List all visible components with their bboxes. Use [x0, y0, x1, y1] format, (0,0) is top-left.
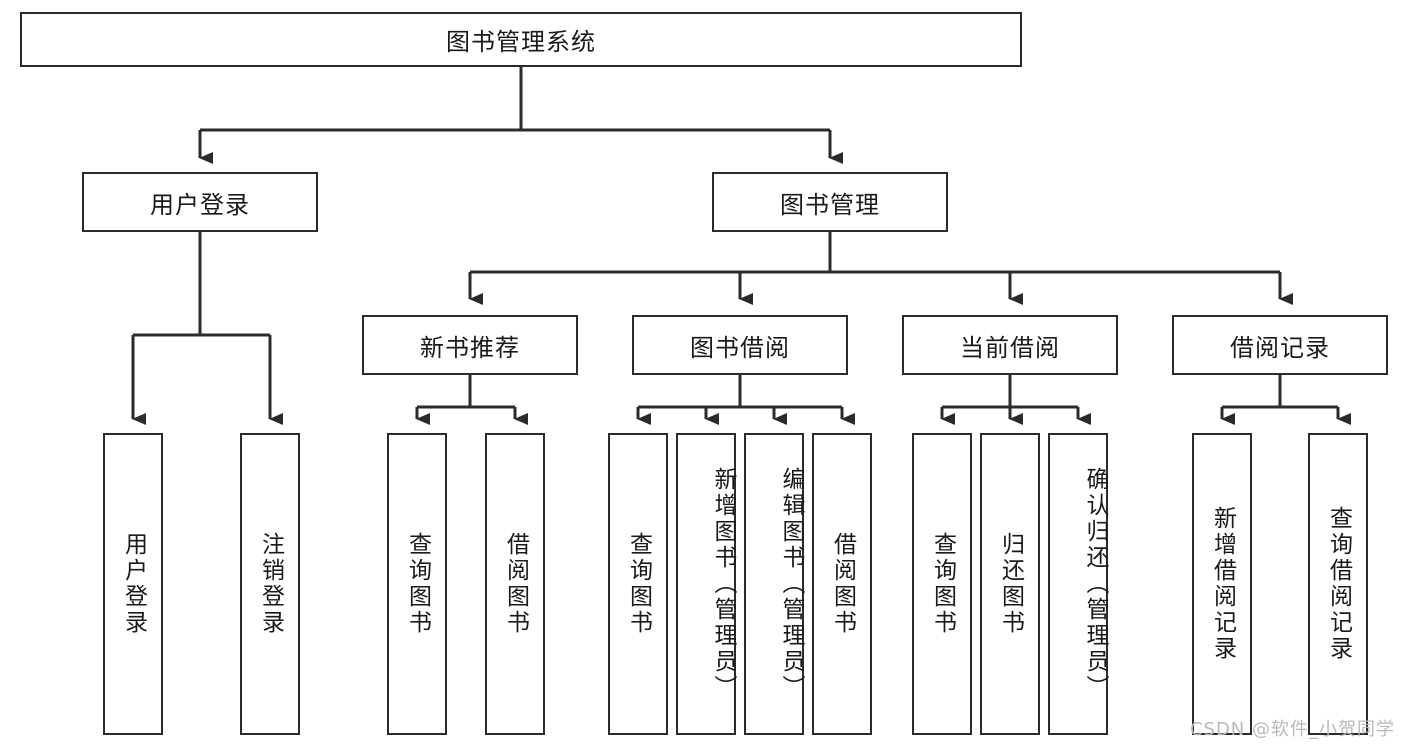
node-book-borrow[interactable]: 图书借阅	[632, 315, 848, 375]
node-root-system[interactable]: 图书管理系统	[20, 12, 1022, 67]
node-leaf-add-book[interactable]: 新增图书（管理员）	[676, 433, 736, 735]
node-current-borrow[interactable]: 当前借阅	[902, 315, 1118, 375]
node-leaf-add-record[interactable]: 新增借阅记录	[1192, 433, 1252, 735]
node-leaf-return-book[interactable]: 归还图书	[980, 433, 1040, 735]
node-leaf-confirm-return[interactable]: 确认归还（管理员）	[1048, 433, 1108, 735]
node-new-book-recommend[interactable]: 新书推荐	[362, 315, 578, 375]
node-leaf-borrow-book-1[interactable]: 借阅图书	[485, 433, 545, 735]
node-borrow-record[interactable]: 借阅记录	[1172, 315, 1388, 375]
node-leaf-query-book-1[interactable]: 查询图书	[387, 433, 447, 735]
node-book-management[interactable]: 图书管理	[712, 172, 948, 232]
node-user-login[interactable]: 用户登录	[82, 172, 318, 232]
csdn-watermark: CSDN @软件_小贺同学	[1189, 719, 1395, 740]
node-leaf-user-logout[interactable]: 注销登录	[240, 433, 300, 735]
node-leaf-query-record[interactable]: 查询借阅记录	[1308, 433, 1368, 735]
node-leaf-query-book-3[interactable]: 查询图书	[912, 433, 972, 735]
node-leaf-user-login[interactable]: 用户登录	[103, 433, 163, 735]
node-leaf-edit-book[interactable]: 编辑图书（管理员）	[744, 433, 804, 735]
node-leaf-borrow-book-2[interactable]: 借阅图书	[812, 433, 872, 735]
node-leaf-query-book-2[interactable]: 查询图书	[608, 433, 668, 735]
